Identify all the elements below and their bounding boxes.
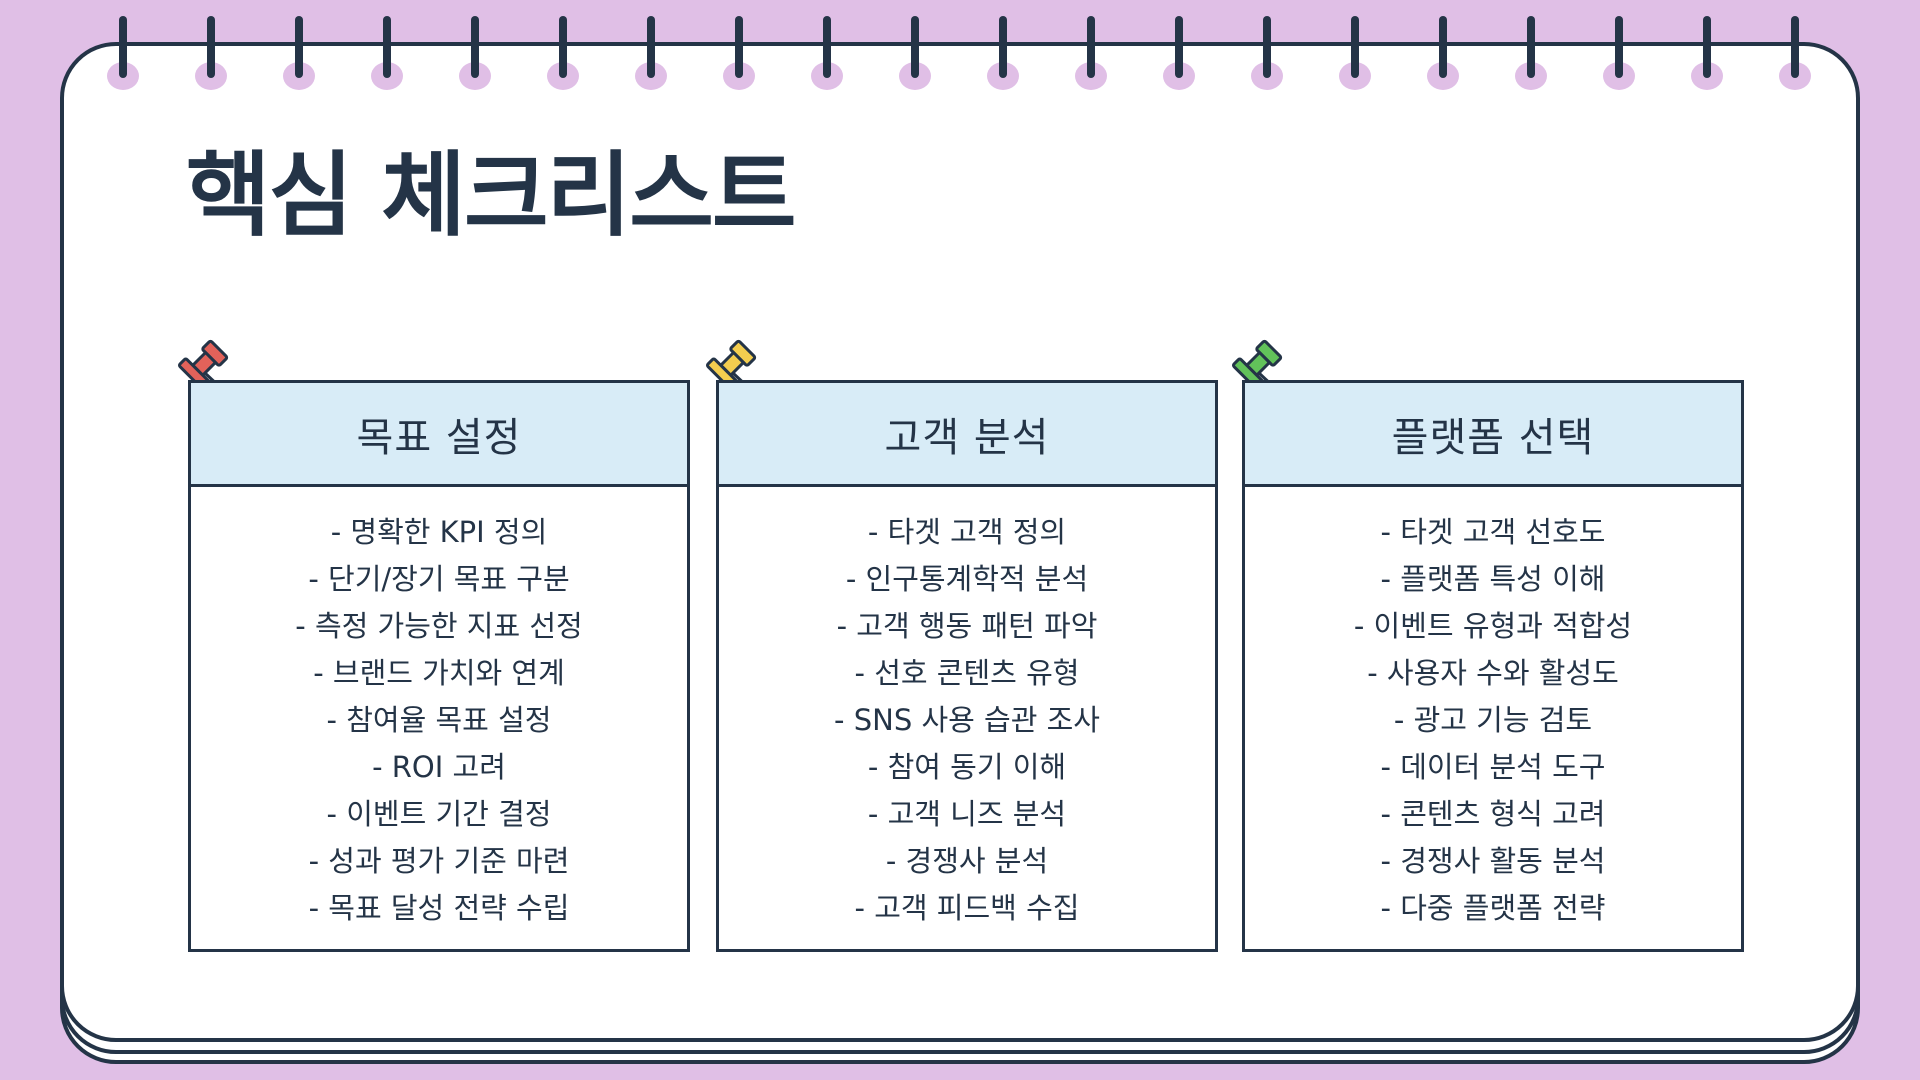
list-item: - 경쟁사 활동 분석 (1380, 844, 1606, 878)
card-title: 고객 분석 (719, 383, 1215, 487)
page-title: 핵심 체크리스트 (186, 142, 797, 249)
list-item: - 측정 가능한 지표 선정 (295, 609, 583, 643)
list-item: - 참여율 목표 설정 (326, 703, 552, 737)
list-item: - 참여 동기 이해 (867, 750, 1067, 784)
list-item: - 사용자 수와 활성도 (1367, 656, 1619, 690)
list-item: - 명확한 KPI 정의 (330, 515, 548, 549)
list-item: - 이벤트 유형과 적합성 (1353, 609, 1633, 643)
list-item: - SNS 사용 습관 조사 (834, 703, 1100, 737)
list-item: - 인구통계학적 분석 (845, 562, 1089, 596)
list-item: - 타겟 고객 정의 (867, 515, 1067, 549)
card-title: 플랫폼 선택 (1245, 383, 1741, 487)
checklist: - 타겟 고객 정의 - 인구통계학적 분석 - 고객 행동 패턴 파악 - 선… (719, 487, 1215, 932)
list-item: - 경쟁사 분석 (885, 844, 1049, 878)
checklist-card-goal: 목표 설정 - 명확한 KPI 정의 - 단기/장기 목표 구분 - 측정 가능… (188, 380, 690, 952)
list-item: - ROI 고려 (372, 750, 506, 784)
checklist: - 타겟 고객 선호도 - 플랫폼 특성 이해 - 이벤트 유형과 적합성 - … (1245, 487, 1741, 932)
checklist: - 명확한 KPI 정의 - 단기/장기 목표 구분 - 측정 가능한 지표 선… (191, 487, 687, 932)
list-item: - 고객 피드백 수집 (854, 891, 1080, 925)
card-title: 목표 설정 (191, 383, 687, 487)
list-item: - 선호 콘텐츠 유형 (854, 656, 1080, 690)
list-item: - 데이터 분석 도구 (1380, 750, 1606, 784)
list-item: - 단기/장기 목표 구분 (308, 562, 570, 596)
list-item: - 광고 기능 검토 (1393, 703, 1593, 737)
list-item: - 다중 플랫폼 전략 (1380, 891, 1606, 925)
checklist-card-platform: 플랫폼 선택 - 타겟 고객 선호도 - 플랫폼 특성 이해 - 이벤트 유형과… (1242, 380, 1744, 952)
list-item: - 이벤트 기간 결정 (326, 797, 552, 831)
list-item: - 고객 행동 패턴 파악 (836, 609, 1098, 643)
list-item: - 콘텐츠 형식 고려 (1380, 797, 1606, 831)
list-item: - 고객 니즈 분석 (867, 797, 1067, 831)
list-item: - 성과 평가 기준 마련 (308, 844, 570, 878)
checklist-card-customer: 고객 분석 - 타겟 고객 정의 - 인구통계학적 분석 - 고객 행동 패턴 … (716, 380, 1218, 952)
list-item: - 플랫폼 특성 이해 (1380, 562, 1606, 596)
list-item: - 타겟 고객 선호도 (1380, 515, 1606, 549)
list-item: - 목표 달성 전략 수립 (308, 891, 570, 925)
list-item: - 브랜드 가치와 연계 (313, 656, 565, 690)
